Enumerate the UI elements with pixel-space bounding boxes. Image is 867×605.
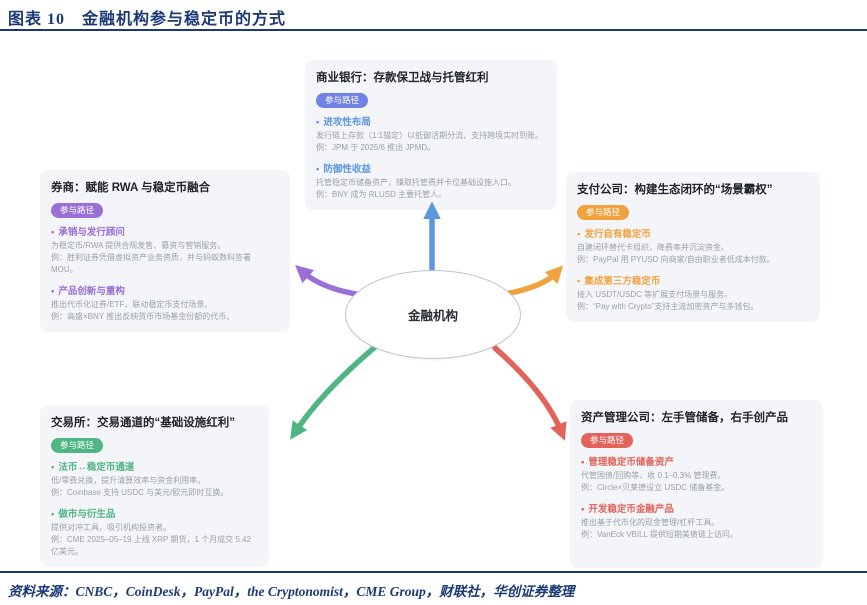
item-title: •承销与发行顾问 bbox=[51, 224, 279, 238]
arrow-to-broker bbox=[295, 264, 365, 298]
item-title: •集成第三方稳定币 bbox=[577, 273, 809, 287]
item-text: 推出代币化证券/ETF、联动稳定币支付场景。 bbox=[51, 299, 213, 309]
item-example: 例：PayPal 用 PYUSD 向商家/自由职业者低成本付款。 bbox=[577, 254, 775, 264]
item-text: 发行链上存款（1:1锚定）以抵御活期分流、支持跨境实时到账。 bbox=[316, 130, 544, 140]
card-asset-item-1: •管理稳定币储备资产 代管国债/回购等，收 0.1–0.3% 管理费。 例：Ci… bbox=[581, 454, 812, 494]
item-example: 例：Coinbase 支持 USDC 与美元/欧元即时互换。 bbox=[51, 487, 229, 497]
item-title-text: 产品创新与重构 bbox=[58, 285, 125, 297]
diagram-canvas: 金融机构 商业银行：存款保卫战与托管红利 参与路径 •进攻性布局 发行链上存款（… bbox=[0, 31, 867, 571]
source-note: 资料来源：CNBC，CoinDesk，PayPal，the Cryptonomi… bbox=[8, 584, 575, 599]
card-bank-item-2: •防御性收益 托管稳定币储备资产，赚取托管费并卡位基础设施入口。 例：BNY 成… bbox=[316, 161, 546, 201]
card-exchange-title: 交易所：交易通道的“基础设施红利” bbox=[51, 417, 235, 429]
item-text: 推出基于代币化的现金管理/杠杆工具。 bbox=[581, 517, 720, 527]
item-title: •法币↔稳定币通道 bbox=[51, 459, 258, 473]
bullet-icon: • bbox=[51, 226, 55, 238]
item-title-text: 防御性收益 bbox=[323, 163, 371, 175]
item-text: 提供对冲工具，吸引机构投资者。 bbox=[51, 522, 171, 532]
card-asset-title: 资产管理公司：左手管储备，右手创产品 bbox=[581, 412, 788, 424]
card-exchange: 交易所：交易通道的“基础设施红利” 参与路径 •法币↔稳定币通道 低/零费兑换，… bbox=[40, 405, 269, 567]
item-example: 例：胜利证券凭借虚拟资产业务资质，并与蚂蚁数科签署 MOU。 bbox=[51, 252, 251, 274]
center-hub: 金融机构 bbox=[345, 270, 521, 359]
item-title: •防御性收益 bbox=[316, 161, 546, 175]
item-example: 例：BNY 成为 RLUSD 主要托管人。 bbox=[316, 189, 447, 199]
figure-title: 图表 10 金融机构参与稳定币的方式 bbox=[8, 11, 287, 28]
participation-badge: 参与路径 bbox=[51, 438, 104, 453]
item-title-text: 做市与衍生品 bbox=[58, 508, 116, 520]
card-broker-title: 券商：赋能 RWA 与稳定币融合 bbox=[51, 182, 211, 194]
item-example: 例：CME 2025–05–19 上线 XRP 期货，1 个月成交 5.42 亿… bbox=[51, 534, 251, 556]
item-title-text: 集成第三方稳定币 bbox=[584, 275, 661, 287]
arrow-to-payment bbox=[502, 265, 564, 297]
card-payment-item-1: •发行自有稳定币 自建闭环替代卡组织，降费率并沉淀资金。 例：PayPal 用 … bbox=[577, 226, 809, 266]
card-asset-item-2: •开发稳定币金融产品 推出基于代币化的现金管理/杠杆工具。 例：VanEck V… bbox=[581, 501, 812, 541]
figure-footer: 资料来源：CNBC，CoinDesk，PayPal，the Cryptonomi… bbox=[0, 571, 867, 605]
card-asset: 资产管理公司：左手管储备，右手创产品 参与路径 •管理稳定币储备资产 代管国债/… bbox=[570, 400, 823, 568]
item-text: 接入 USDT/USDC 等扩展支付场景与服务。 bbox=[577, 289, 733, 299]
card-bank-item-1: •进攻性布局 发行链上存款（1:1锚定）以抵御活期分流、支持跨境实时到账。 例：… bbox=[316, 114, 546, 154]
item-title: •产品创新与重构 bbox=[51, 283, 279, 297]
item-example: 例：Circle×贝莱德设立 USDC 储备基金。 bbox=[581, 482, 730, 492]
item-title-text: 发行自有稳定币 bbox=[584, 228, 651, 240]
item-title: •开发稳定币金融产品 bbox=[581, 501, 812, 515]
center-hub-label: 金融机构 bbox=[407, 309, 458, 323]
item-title-text: 管理稳定币储备资产 bbox=[588, 456, 674, 468]
participation-badge: 参与路径 bbox=[577, 205, 630, 220]
item-title-text: 法币↔稳定币通道 bbox=[58, 461, 135, 473]
item-title-text: 进攻性布局 bbox=[323, 116, 371, 128]
item-example: 例：JPM 于 2025/6 推出 JPMD。 bbox=[316, 142, 436, 152]
item-text: 代管国债/回购等，收 0.1–0.3% 管理费。 bbox=[581, 470, 726, 480]
card-bank: 商业银行：存款保卫战与托管红利 参与路径 •进攻性布局 发行链上存款（1:1锚定… bbox=[305, 60, 557, 210]
item-title: •进攻性布局 bbox=[316, 114, 546, 128]
item-title-text: 承销与发行顾问 bbox=[58, 226, 125, 238]
item-text: 自建闭环替代卡组织，降费率并沉淀资金。 bbox=[577, 242, 729, 252]
item-text: 为稳定币/RWA 提供合规发售、募资与营销服务。 bbox=[51, 240, 226, 250]
bullet-icon: • bbox=[581, 503, 585, 515]
card-payment-item-2: •集成第三方稳定币 接入 USDT/USDC 等扩展支付场景与服务。 例：“Pa… bbox=[577, 273, 809, 313]
arrow-to-exchange bbox=[290, 344, 378, 440]
item-title: •做市与衍生品 bbox=[51, 506, 258, 520]
participation-badge: 参与路径 bbox=[316, 93, 369, 108]
bullet-icon: • bbox=[577, 228, 581, 240]
arrow-to-asset bbox=[492, 345, 567, 441]
item-example: 例：VanEck VBILL 提供短期美债链上访问。 bbox=[581, 529, 738, 539]
bullet-icon: • bbox=[316, 116, 320, 128]
item-example: 例：“Pay with Crypto”支持主流加密资产与多钱包。 bbox=[577, 301, 759, 311]
item-text: 低/零费兑换，提升清算效率与资金利用率。 bbox=[51, 475, 206, 485]
card-bank-title: 商业银行：存款保卫战与托管红利 bbox=[316, 72, 489, 84]
item-title: •管理稳定币储备资产 bbox=[581, 454, 812, 468]
card-payment: 支付公司：构建生态闭环的“场景霸权” 参与路径 •发行自有稳定币 自建闭环替代卡… bbox=[566, 172, 820, 322]
figure-header: 图表 10 金融机构参与稳定币的方式 bbox=[0, 0, 867, 31]
card-exchange-item-1: •法币↔稳定币通道 低/零费兑换，提升清算效率与资金利用率。 例：Coinbas… bbox=[51, 459, 258, 499]
item-title-text: 开发稳定币金融产品 bbox=[588, 503, 674, 515]
participation-badge: 参与路径 bbox=[51, 203, 104, 218]
item-text: 托管稳定币储备资产，赚取托管费并卡位基础设施入口。 bbox=[316, 177, 516, 187]
bullet-icon: • bbox=[51, 285, 55, 297]
card-broker-item-1: •承销与发行顾问 为稳定币/RWA 提供合规发售、募资与营销服务。 例：胜利证券… bbox=[51, 224, 279, 276]
bullet-icon: • bbox=[316, 163, 320, 175]
bullet-icon: • bbox=[51, 508, 55, 520]
card-exchange-item-2: •做市与衍生品 提供对冲工具，吸引机构投资者。 例：CME 2025–05–19… bbox=[51, 506, 258, 558]
bullet-icon: • bbox=[581, 456, 585, 468]
participation-badge: 参与路径 bbox=[581, 433, 634, 448]
card-broker: 券商：赋能 RWA 与稳定币融合 参与路径 •承销与发行顾问 为稳定币/RWA … bbox=[40, 170, 290, 332]
bullet-icon: • bbox=[577, 275, 581, 287]
card-payment-title: 支付公司：构建生态闭环的“场景霸权” bbox=[577, 184, 773, 196]
item-title: •发行自有稳定币 bbox=[577, 226, 809, 240]
item-example: 例：高盛×BNY 推出反映货币市场基金份额的代币。 bbox=[51, 311, 235, 321]
bullet-icon: • bbox=[51, 461, 55, 473]
card-broker-item-2: •产品创新与重构 推出代币化证券/ETF、联动稳定币支付场景。 例：高盛×BNY… bbox=[51, 283, 279, 323]
